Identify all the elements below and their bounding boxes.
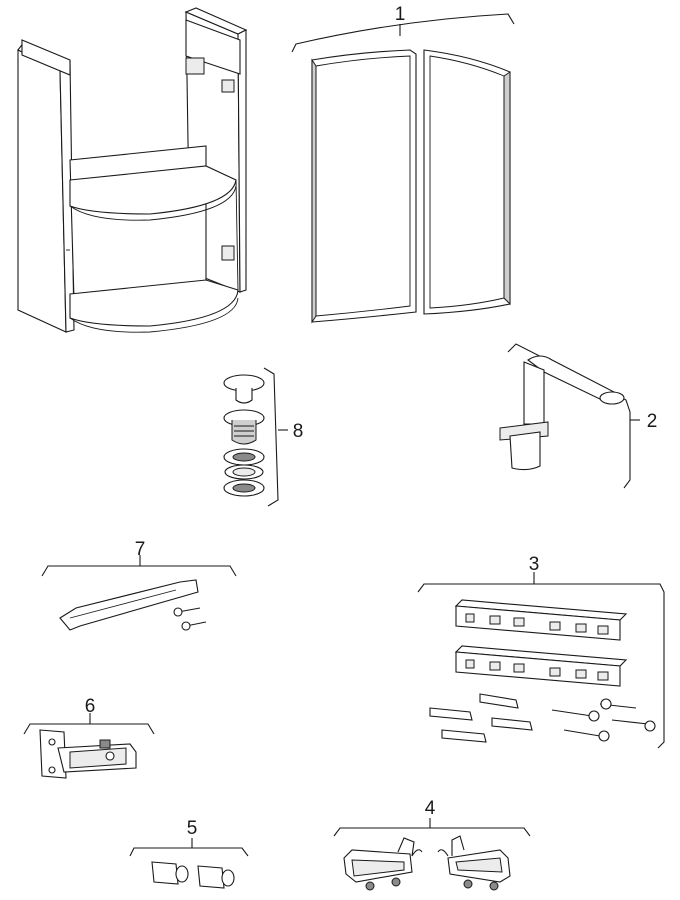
part-1-bracket-line (291, 13, 515, 53)
part-1-number: 1 (395, 4, 406, 25)
part-3-wall-rails: 3 (417, 554, 665, 749)
part-4-bracket-line (333, 827, 531, 837)
part-8-bracket-line (263, 367, 279, 507)
part-3-number: 3 (529, 554, 540, 575)
part-5-number: 5 (187, 818, 198, 839)
cabinet-body (17, 7, 248, 333)
part-6-bracket-line (23, 723, 155, 735)
part-7-bracket-line (41, 565, 237, 577)
part-3-bracket-line (417, 583, 665, 749)
part-2-siphon: 2 (499, 343, 658, 489)
part-8-drain-valve: 8 (223, 367, 304, 507)
part-4-number: 4 (425, 798, 436, 819)
part-2-number: 2 (647, 411, 658, 432)
part-8-number: 8 (293, 421, 304, 442)
part-6-number: 6 (85, 696, 96, 717)
part-2-bracket-line (507, 343, 631, 489)
part-4-brackets: 4 (333, 798, 531, 891)
part-6-hinge: 6 (23, 696, 155, 779)
part-7-handle: 7 (41, 539, 237, 631)
part-5-buffers: 5 (129, 818, 249, 889)
part-7-number: 7 (135, 539, 146, 560)
part-1-doors: 1 (291, 4, 515, 324)
part-5-bracket-line (129, 847, 249, 857)
